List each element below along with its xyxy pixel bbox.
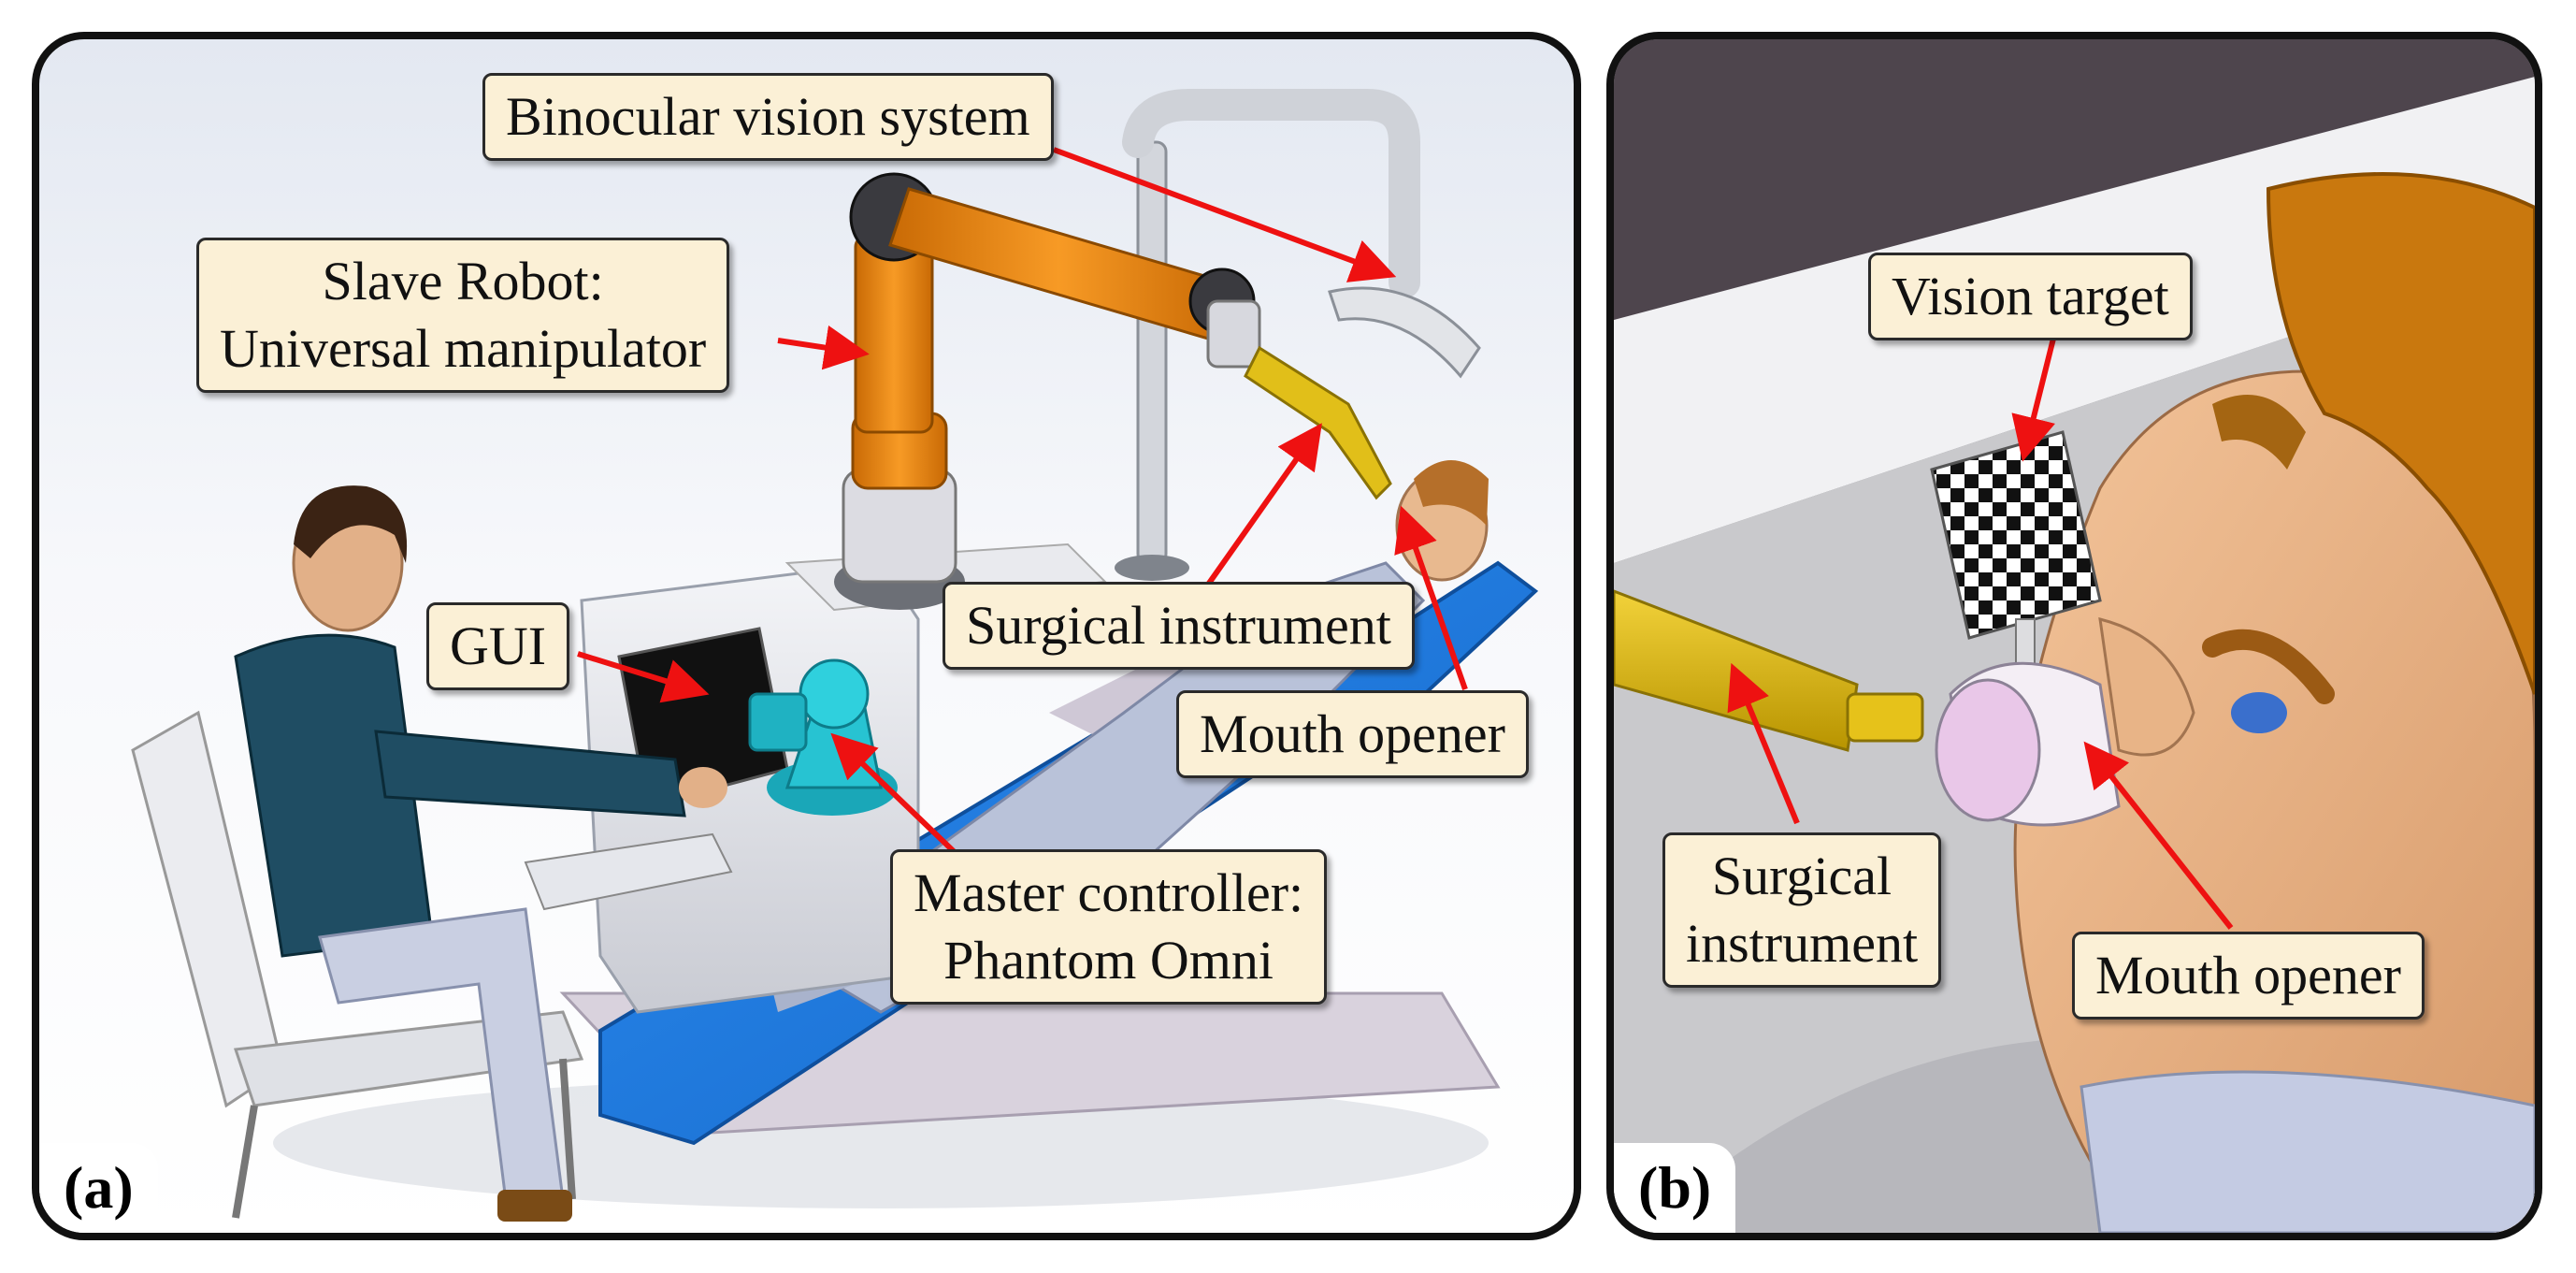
panel-a-tag: (a) — [39, 1143, 158, 1233]
label-vision-target-text: Vision target — [1892, 266, 2169, 326]
label-surgical-text: Surgical instrument — [966, 595, 1391, 656]
floor-shadow — [273, 1078, 1489, 1208]
panel-b-tag: (b) — [1614, 1143, 1736, 1233]
label-binocular-text: Binocular vision system — [506, 86, 1030, 147]
mouth-opener-device — [1935, 661, 2121, 827]
scene-b-illustration — [1614, 39, 2535, 1233]
label-binocular-vision: Binocular vision system — [482, 73, 1054, 161]
label-slave-robot: Slave Robot: Universal manipulator — [196, 238, 730, 393]
arrow-surgical-b — [1727, 662, 1800, 825]
label-surgical-instrument: Surgical instrument — [943, 582, 1415, 670]
label-surgical-b-line2: instrument — [1686, 913, 1919, 974]
label-gui-text: GUI — [450, 615, 547, 676]
label-master-line2: Phantom Omni — [943, 930, 1274, 991]
label-mouth-opener: Mouth opener — [1176, 690, 1529, 778]
panel-b: Vision target Surgical instrument Mouth … — [1606, 32, 2542, 1240]
arrow-master — [830, 732, 963, 861]
arrow-gui — [577, 651, 710, 703]
label-mouth-b-text: Mouth opener — [2095, 945, 2401, 1005]
arrow-mouth — [1394, 505, 1468, 690]
arrow-mouth-b — [2083, 741, 2234, 930]
label-gui: GUI — [426, 602, 570, 690]
binocular-vision-stand — [1115, 89, 1481, 581]
arrow-surgical — [1201, 423, 1322, 593]
label-vision-target: Vision target — [1868, 253, 2193, 340]
label-surgical-b-line1: Surgical — [1711, 846, 1892, 906]
label-surgical-instrument-b: Surgical instrument — [1662, 832, 1942, 988]
label-master-controller: Master controller: Phantom Omni — [890, 849, 1328, 1005]
label-master-line1: Master controller: — [914, 862, 1304, 923]
arrow-vision-target — [2011, 330, 2058, 462]
annotation-arrows-b — [1727, 330, 2234, 930]
arrow-binocular — [1052, 147, 1397, 282]
slave-robot-arm — [834, 172, 1392, 610]
label-mouth-opener-b: Mouth opener — [2072, 932, 2425, 1020]
label-slave-line1: Slave Robot: — [322, 251, 604, 311]
patient-eye — [2231, 692, 2287, 733]
operator-figure — [131, 485, 727, 1222]
annotation-arrows — [577, 147, 1468, 861]
arrow-slave-robot — [777, 325, 870, 370]
label-slave-line2: Universal manipulator — [220, 318, 707, 379]
panel-a: Binocular vision system Slave Robot: Uni… — [32, 32, 1581, 1240]
label-mouth-text: Mouth opener — [1200, 703, 1505, 764]
